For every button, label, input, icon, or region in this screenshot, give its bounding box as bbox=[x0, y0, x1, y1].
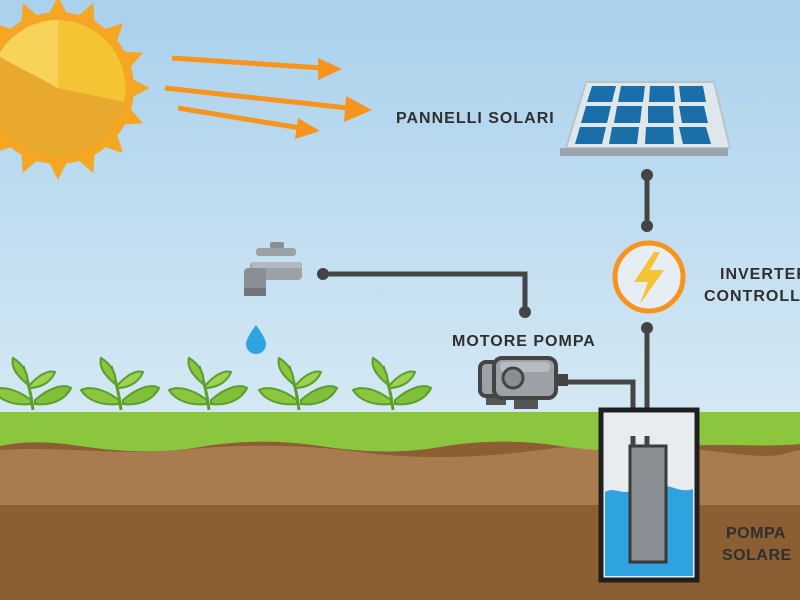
well-pipes bbox=[630, 436, 650, 446]
plant-icon bbox=[0, 356, 73, 411]
solar-panel-icon bbox=[560, 81, 732, 156]
plant-icon bbox=[167, 356, 249, 411]
water-drop-icon bbox=[246, 325, 266, 354]
inverter-label-line2: CONTROLLER bbox=[704, 288, 800, 305]
well-icon bbox=[598, 407, 700, 583]
pump-motor-icon bbox=[478, 356, 568, 409]
solar-pump-label-line2: SOLARE bbox=[722, 547, 792, 564]
faucet-icon bbox=[244, 242, 302, 296]
solar-pump-label-line1: POMPA bbox=[726, 525, 786, 542]
plant-icon bbox=[351, 356, 433, 411]
lightning-icon bbox=[634, 252, 664, 304]
plant-icon bbox=[257, 356, 339, 411]
inverter-label-line1: INVERTER bbox=[720, 266, 800, 283]
inverter-icon bbox=[612, 240, 686, 314]
sky bbox=[0, 0, 800, 430]
plant-icon bbox=[79, 356, 161, 411]
sunlight-arrows bbox=[164, 55, 372, 139]
solar-panels-label: PANNELLI SOLARI bbox=[396, 110, 555, 127]
motor-pump-label: MOTORE POMPA bbox=[452, 333, 596, 350]
